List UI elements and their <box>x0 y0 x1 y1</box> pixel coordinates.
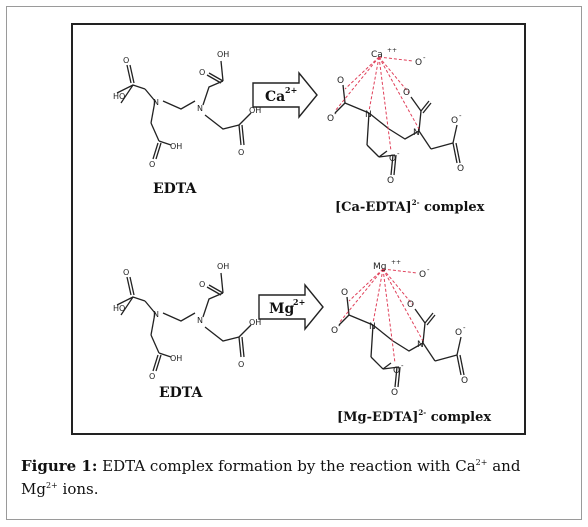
charge-superscript: 2+ <box>475 458 488 467</box>
edta-atoms-top: HO O N N OH O OH O OH O <box>113 50 261 169</box>
ion-label-ca: Ca <box>265 89 285 105</box>
atom-label: O <box>123 56 129 65</box>
svg-text:O: O <box>451 116 458 126</box>
ca-edta-complex: Ca ++ O O - N N O - O O - O O - O <box>327 47 485 215</box>
mg-edta-label: [Mg-EDTA]2- complex <box>337 408 491 425</box>
caption-text: and <box>487 457 521 475</box>
figure-label: Figure 1: <box>21 457 98 475</box>
svg-text:HO: HO <box>113 304 125 313</box>
svg-text:OH: OH <box>217 262 229 271</box>
svg-text:-: - <box>427 266 430 274</box>
coordination-bonds-mg <box>338 268 424 364</box>
atom-label: N <box>197 104 203 113</box>
ion-label-mg: Mg <box>269 301 294 317</box>
atom-label: OH <box>249 106 261 115</box>
svg-text:O: O <box>199 280 205 289</box>
caption-text: EDTA complex formation by the reaction w… <box>97 457 476 475</box>
svg-text:++: ++ <box>391 259 401 266</box>
svg-text:O: O <box>149 372 155 381</box>
svg-text:-: - <box>423 54 426 62</box>
svg-text:OH: OH <box>249 318 261 327</box>
atom-label: N <box>153 98 159 107</box>
svg-text:N: N <box>365 110 372 120</box>
svg-text:O: O <box>455 328 462 338</box>
svg-text:-: - <box>397 150 400 158</box>
svg-text:O: O <box>391 388 398 398</box>
reaction-arrow-bottom: Mg 2+ <box>258 283 324 331</box>
figure-caption: Figure 1: EDTA complex formation by the … <box>21 455 561 501</box>
svg-text:N: N <box>197 316 203 325</box>
edta-label-top: EDTA <box>153 181 197 197</box>
atom-label: HO <box>113 92 125 101</box>
svg-text:O: O <box>461 376 468 386</box>
svg-text:O: O <box>419 270 426 280</box>
svg-text:O: O <box>407 300 414 310</box>
svg-text:N: N <box>413 128 420 138</box>
svg-text:O: O <box>341 288 348 298</box>
ca-edta-label: [Ca-EDTA]2- complex <box>335 198 485 215</box>
caption-text: ions. <box>57 480 99 498</box>
svg-text:++: ++ <box>387 47 397 54</box>
ion-charge-mg: 2+ <box>293 297 305 307</box>
svg-text:N: N <box>153 310 159 319</box>
svg-text:-: - <box>401 362 404 370</box>
caption-text: Mg <box>21 480 46 498</box>
edta-atoms-bottom: HO O N N OH O OH O OH O <box>113 262 261 381</box>
svg-text:O: O <box>389 154 396 164</box>
svg-text:N: N <box>417 340 424 350</box>
edta-molecule-top <box>116 60 252 160</box>
atom-label: OH <box>170 142 182 151</box>
charge-superscript: 2+ <box>45 481 58 490</box>
svg-text:-: - <box>463 324 466 332</box>
svg-text:O: O <box>327 114 334 124</box>
svg-text:-: - <box>338 322 341 330</box>
reaction-arrow-top: Ca 2+ <box>252 71 318 119</box>
edta-reaction-diagram: HO O N N OH O OH O OH O EDTA Ca 2+ <box>113 47 491 425</box>
edta-molecule-bottom <box>116 272 252 372</box>
svg-text:O: O <box>415 58 422 68</box>
svg-text:O: O <box>337 76 344 86</box>
svg-text:O: O <box>387 176 394 186</box>
svg-text:O: O <box>123 268 129 277</box>
figure-frame: HO O N N OH O OH O OH O EDTA Ca 2+ <box>6 6 582 520</box>
svg-text:O: O <box>393 366 400 376</box>
svg-text:O: O <box>457 164 464 174</box>
svg-text:O: O <box>238 360 244 369</box>
mg-edta-complex: Mg ++ O O - N N O - O O - O O - O <box>331 259 468 398</box>
svg-text:-: - <box>334 110 337 118</box>
atom-label: OH <box>217 50 229 59</box>
svg-text:N: N <box>369 322 376 332</box>
svg-text:-: - <box>459 112 462 120</box>
metal-center-ca: Ca <box>371 50 383 60</box>
ion-charge-ca: 2+ <box>285 85 297 95</box>
atom-label: O <box>149 160 155 169</box>
atom-label: O <box>199 68 205 77</box>
coordination-bonds-ca <box>334 56 420 152</box>
diagram-panel: HO O N N OH O OH O OH O EDTA Ca 2+ <box>71 23 526 435</box>
svg-text:O: O <box>403 88 410 98</box>
svg-text:OH: OH <box>170 354 182 363</box>
metal-center-mg: Mg <box>373 262 386 272</box>
atom-label: O <box>238 148 244 157</box>
svg-text:O: O <box>331 326 338 336</box>
edta-label-bottom: EDTA <box>159 385 203 401</box>
